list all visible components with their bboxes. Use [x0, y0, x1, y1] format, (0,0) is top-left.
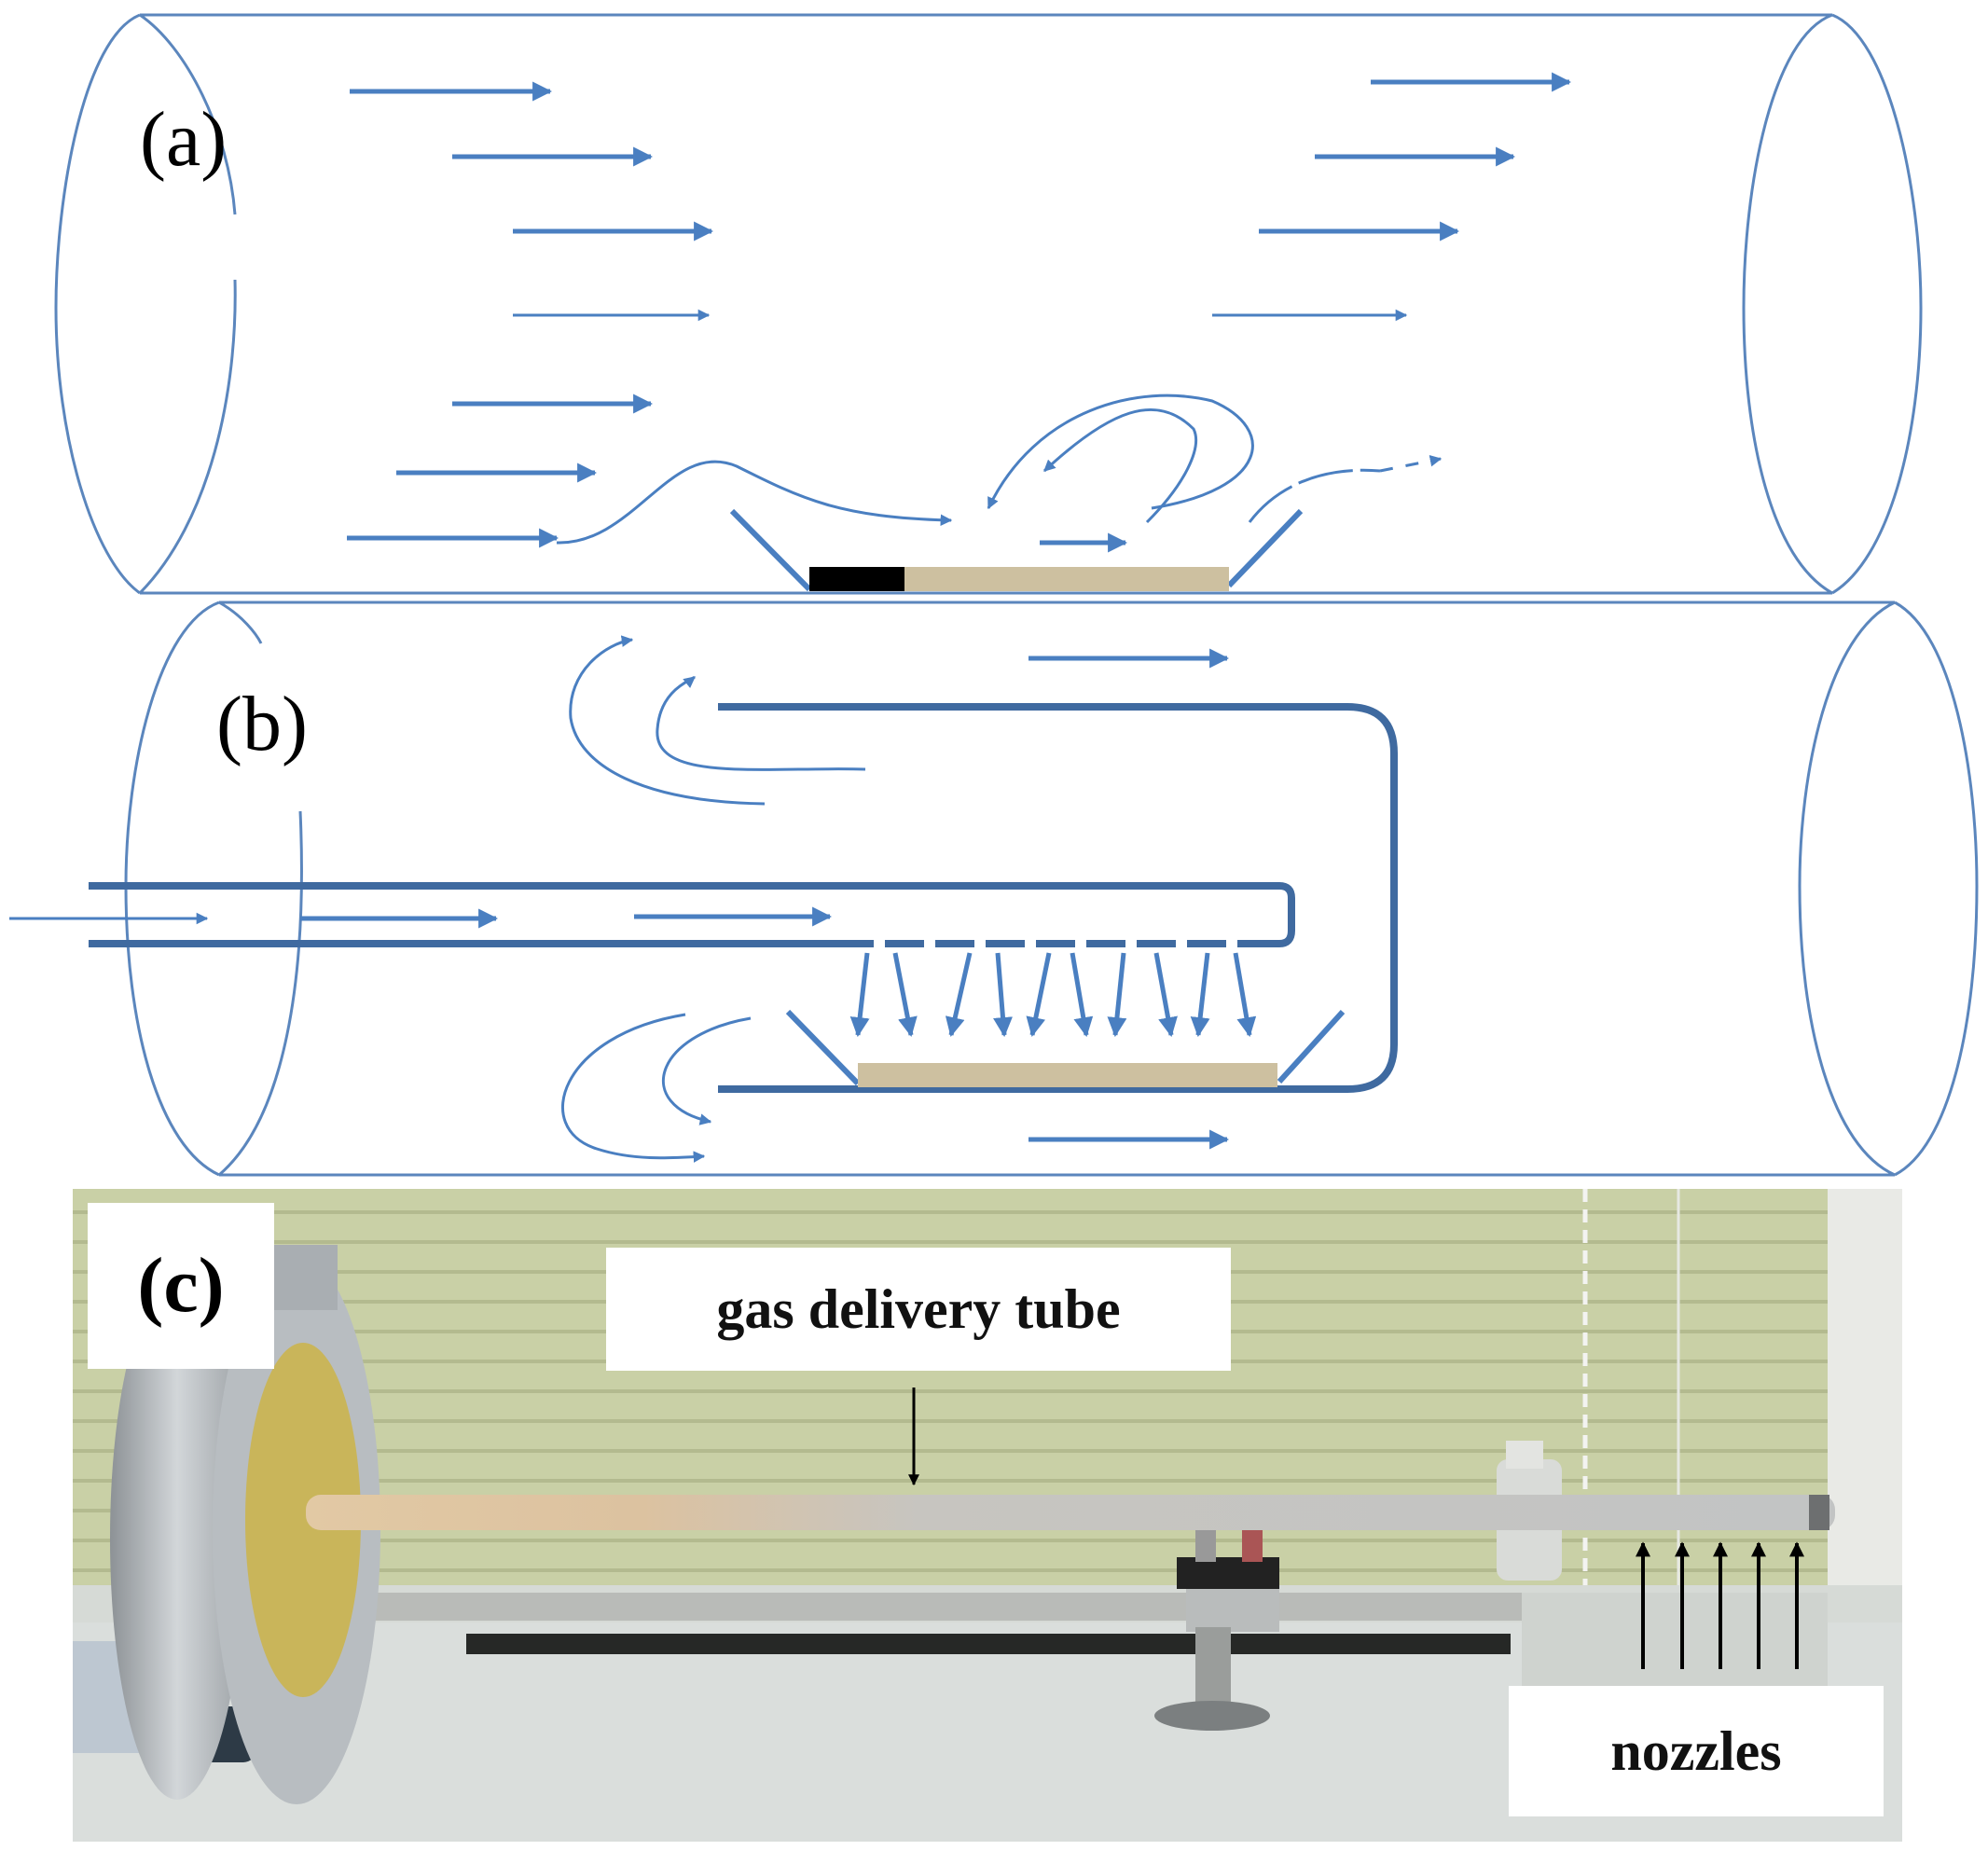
- jet-arrow: [993, 952, 1013, 1038]
- jet-arrow: [945, 952, 973, 1038]
- vortex-arrow: [987, 394, 1254, 510]
- mount-screw: [1242, 1525, 1263, 1562]
- nozzles-label: nozzles: [1610, 1719, 1782, 1782]
- mount-post: [1195, 1627, 1231, 1706]
- gas-delivery-tube-rod: [306, 1495, 1835, 1530]
- flange-clamp: [272, 1245, 338, 1310]
- jet-arrow: [1233, 952, 1257, 1038]
- window-frame: [1828, 1189, 1902, 1590]
- vortex-arrow: [1042, 407, 1198, 524]
- deflector-right: [1277, 1009, 1346, 1084]
- jet-arrow: [1190, 952, 1210, 1038]
- tube-a-left-rim-back: [54, 13, 141, 595]
- nozzles-label-box: nozzles: [1509, 1686, 1884, 1816]
- substrate-plate: [858, 1063, 1277, 1087]
- mount-screw: [1195, 1525, 1216, 1562]
- deflector-left: [729, 508, 812, 592]
- tube-a-left-rim-front-top: [139, 13, 237, 215]
- panel-a-label: (a): [140, 96, 228, 183]
- panel-a-flow-arrows: [347, 72, 1572, 553]
- substrate-plate: [904, 567, 1229, 591]
- panel-b-label: (b): [216, 681, 308, 767]
- jet-arrow: [1107, 952, 1127, 1038]
- jet-arrow: [892, 952, 918, 1038]
- recirculation-arrow: [569, 635, 766, 806]
- panel-c-label: (c): [137, 1242, 225, 1329]
- flange-side: [110, 1277, 244, 1800]
- deflector-left: [785, 1009, 861, 1086]
- panel-b-delivery-tube: [89, 703, 1398, 1093]
- curved-flow-arrow: [556, 460, 953, 545]
- tube-b-left-rim-front-top: [218, 601, 263, 644]
- jet-arrow: [1153, 952, 1178, 1038]
- tube-end: [1809, 1495, 1829, 1530]
- jet-arrow: [849, 952, 870, 1038]
- rail-shadow: [466, 1634, 1511, 1654]
- flange-window: [245, 1343, 361, 1697]
- gas-tube-label: gas delivery tube: [716, 1277, 1121, 1340]
- panel-a-substrate: [729, 508, 1304, 592]
- tube-b-right-rim-front: [1894, 601, 1979, 1177]
- tube-a-right-rim-front: [1831, 13, 1923, 595]
- nozzle-pointer-arrows: [1636, 1541, 1804, 1669]
- panel-a-tube: [54, 13, 1923, 595]
- enclosure-wall: [718, 703, 1398, 1093]
- escape-flow-line: [1248, 468, 1381, 523]
- tube-b-left-rim-front-bottom: [218, 810, 303, 1177]
- panel-b-flow-arrows: [9, 635, 1257, 1163]
- impingement-jets: [849, 952, 1257, 1038]
- tube-b-right-rim-back: [1798, 601, 1896, 1177]
- black-strip: [809, 567, 904, 591]
- mount-base: [1154, 1701, 1270, 1731]
- deflector-right: [1226, 508, 1304, 588]
- tube-a-left-rim-front-bottom: [138, 279, 237, 595]
- tube-a-right-rim-back: [1742, 13, 1833, 595]
- tube-clamp-top: [1506, 1441, 1543, 1469]
- panel-c-label-box: (c): [88, 1203, 274, 1369]
- delivery-tube-upper: [89, 882, 1295, 947]
- panel-b-tube: [124, 601, 1979, 1177]
- mount-clamp: [1177, 1557, 1279, 1589]
- jet-arrow: [1026, 952, 1052, 1038]
- recirculation-arrow: [661, 1016, 752, 1125]
- nozzle-block: [1522, 1593, 1828, 1686]
- escape-flow-arrow: [1379, 455, 1443, 473]
- jet-arrow: [1070, 952, 1094, 1038]
- gas-tube-label-box: gas delivery tube: [606, 1248, 1231, 1371]
- recirculation-arrow: [561, 1013, 706, 1163]
- panel-b-substrate: [785, 1009, 1346, 1087]
- recirculation-arrow: [656, 675, 866, 771]
